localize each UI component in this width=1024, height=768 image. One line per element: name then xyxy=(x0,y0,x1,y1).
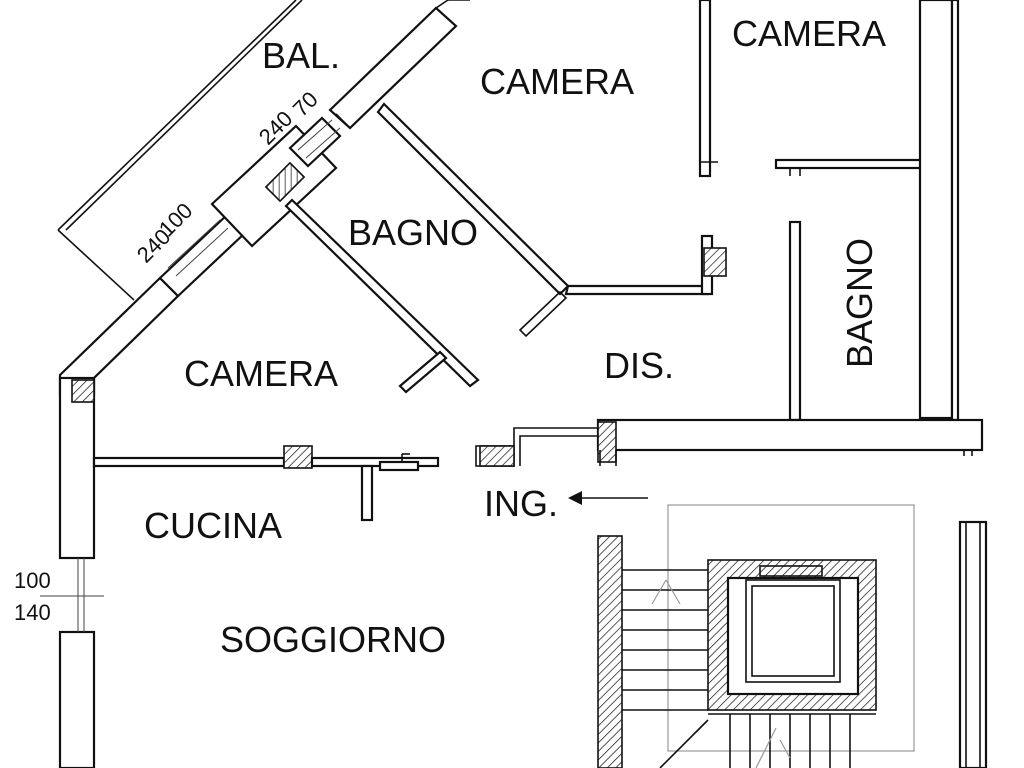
label-bedroom-left: CAMERA xyxy=(184,353,338,394)
dim-living-window-height: 140 xyxy=(14,600,51,625)
entrance-arrow xyxy=(568,491,648,505)
bathroom-center-walls xyxy=(284,102,727,394)
balcony-window-frames xyxy=(167,119,341,277)
dim-living-window-width: 100 xyxy=(14,568,51,593)
balcony xyxy=(57,0,303,301)
hallway-bottom-walls xyxy=(475,418,984,467)
label-bathroom-right: BAGNO xyxy=(839,238,880,368)
top-right-bedroom-walls xyxy=(698,0,960,422)
left-exterior-wall xyxy=(40,376,104,768)
pillar-left xyxy=(71,379,95,403)
pillar-diagonal xyxy=(264,161,306,203)
label-entrance: ING. xyxy=(484,483,558,524)
pillar-door xyxy=(479,445,515,467)
kitchen-walls xyxy=(92,445,440,522)
pillar-hall xyxy=(703,247,727,277)
stairwell xyxy=(597,504,988,768)
label-kitchen: CUCINA xyxy=(144,505,282,546)
dim-balcony-door-width: 70 xyxy=(288,87,323,122)
pillar-entrance xyxy=(597,421,617,463)
label-living-room: SOGGIORNO xyxy=(220,619,446,660)
label-bedroom-top-right: CAMERA xyxy=(732,13,886,54)
label-bedroom-top-center: CAMERA xyxy=(480,61,634,102)
label-bathroom-center: BAGNO xyxy=(348,212,478,253)
elevator-shaft xyxy=(707,559,877,711)
label-hallway: DIS. xyxy=(604,345,674,386)
pillar-kitchen xyxy=(283,445,313,469)
label-balcony: BAL. xyxy=(262,35,340,76)
